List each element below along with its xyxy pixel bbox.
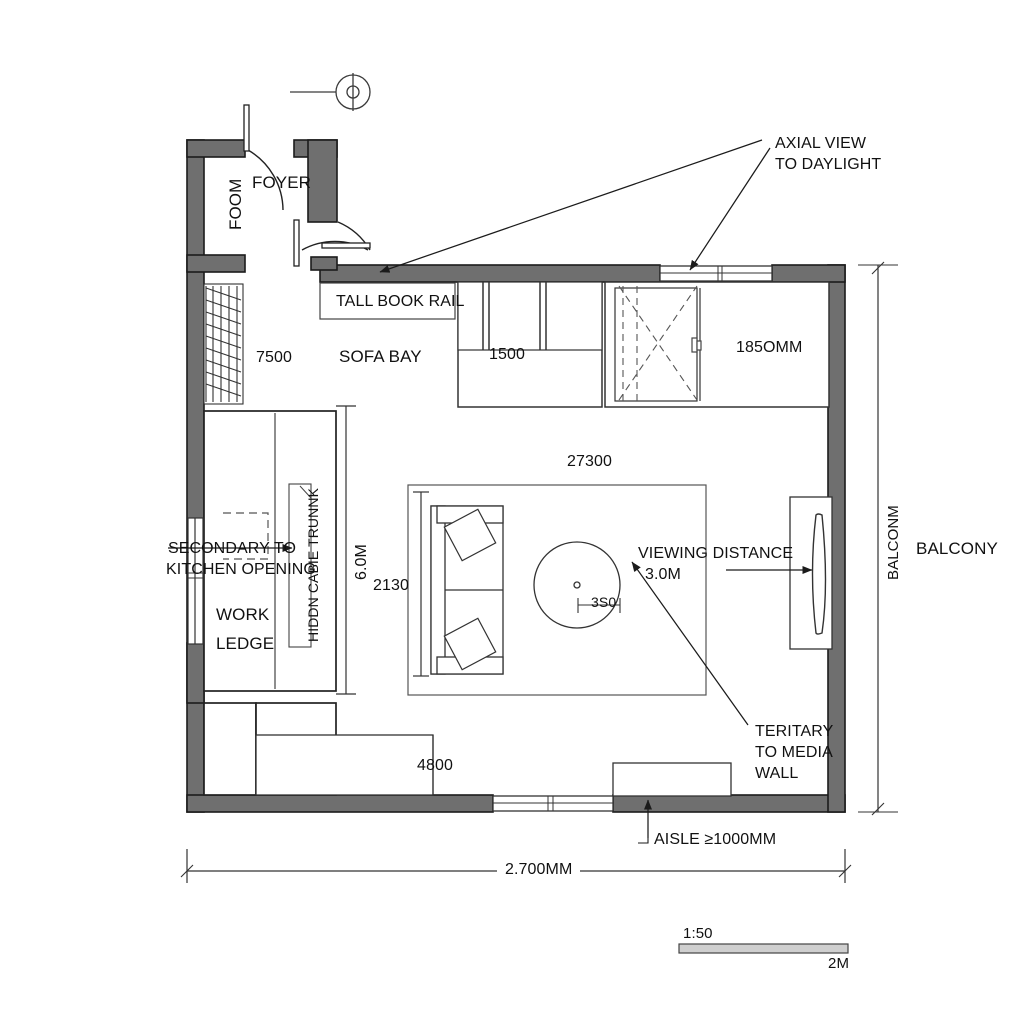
tall-book-rail-joinery	[319, 282, 456, 320]
annotation-axial-view-line1: AXIAL VIEW	[775, 135, 867, 152]
dimension-text-4800: 4800	[417, 757, 453, 774]
dimension-text-overall-width: 2.700MM	[497, 860, 581, 880]
leader-tertiary-media	[631, 561, 749, 726]
annotation-tertiary-line2: TO MEDIA	[755, 744, 833, 761]
leader-axial-view-b	[689, 147, 771, 271]
work-ledge-joinery	[203, 410, 337, 692]
dimension-text-350: 3S0	[591, 594, 617, 610]
sofa-cushions	[443, 508, 497, 671]
tv-screen-icon	[811, 513, 827, 635]
wall-bottom-left	[186, 794, 494, 813]
media-console	[612, 762, 732, 797]
dimension-text-27300: 27300	[567, 453, 612, 470]
wall-foyer-pier	[307, 139, 338, 223]
dimension-6m	[336, 405, 356, 695]
wall-foyer-top-left	[186, 139, 246, 158]
stair-hatch	[203, 283, 244, 405]
annotation-secondary-line1: SECONDARY TO	[167, 540, 296, 557]
annotation-aisle: AISLE ≥1000MM	[654, 831, 777, 848]
label-sofa-bay: SOFA BAY	[339, 347, 422, 366]
dimension-text-7500: 7500	[256, 349, 292, 366]
scale-bar	[678, 943, 849, 954]
window-opening-top	[659, 265, 773, 282]
kitchen-opening	[187, 517, 204, 645]
door-handle-icon	[691, 337, 702, 353]
label-tall-book-rail: TALL BOOK RAIL	[336, 293, 465, 310]
hidden-cable-trunk-tag	[288, 483, 312, 648]
label-balcony-vertical: BALCONM	[885, 505, 902, 580]
label-work: WORK	[216, 605, 270, 624]
wall-foom-bottom	[186, 254, 246, 273]
dimension-2130	[413, 491, 429, 677]
base-run-4800	[255, 734, 434, 796]
wall-top-mid	[319, 264, 661, 283]
leader-lines	[168, 139, 813, 844]
door-foyer-inner	[293, 219, 371, 267]
dimension-text-6m: 6.0M	[353, 544, 370, 580]
annotation-viewing-distance-line1: VIEWING DISTANCE	[638, 545, 794, 562]
section-marker-icon	[290, 73, 371, 111]
label-ledge: LEDGE	[216, 634, 275, 653]
balcony-door-swing	[618, 285, 698, 404]
annotation-viewing-distance-line2: 3.0M	[645, 566, 681, 583]
wall-left	[186, 139, 205, 813]
scale-ratio-label: 1:50	[683, 925, 713, 942]
annotation-tertiary-line1: TERITARY	[755, 723, 834, 740]
appliance-dashed-outline	[223, 512, 269, 560]
wall-left-lower-pier	[186, 642, 205, 704]
wall-nib-foyer	[310, 256, 338, 271]
dimension-text-1500: 1500	[489, 346, 525, 363]
window-opening-bottom	[492, 795, 614, 812]
coffee-table	[533, 541, 621, 629]
door-entry	[243, 104, 284, 211]
dimension-overall-width	[180, 849, 852, 883]
label-foom: FOOM	[226, 178, 245, 230]
dimension-350	[577, 598, 621, 613]
dimension-balcony	[858, 261, 898, 816]
annotation-axial-view-line2: TO DAYLIGHT	[775, 156, 882, 173]
window-bay-1500	[457, 281, 603, 408]
balcony-door-1850	[604, 281, 830, 408]
dimension-text-2130: 2130	[373, 577, 409, 594]
scale-bar-length-label: 2M	[828, 955, 850, 972]
dimension-text-1850: 185OMM	[736, 339, 803, 356]
label-foyer: FOYER	[252, 173, 312, 192]
leader-axial-view-a	[379, 139, 763, 273]
label-balcony: BALCONY	[916, 539, 998, 558]
wall-top-right	[771, 264, 846, 283]
annotation-tertiary-line3: WALL	[755, 765, 799, 782]
annotation-secondary-line2: KITCHEN OPENING	[166, 561, 316, 578]
